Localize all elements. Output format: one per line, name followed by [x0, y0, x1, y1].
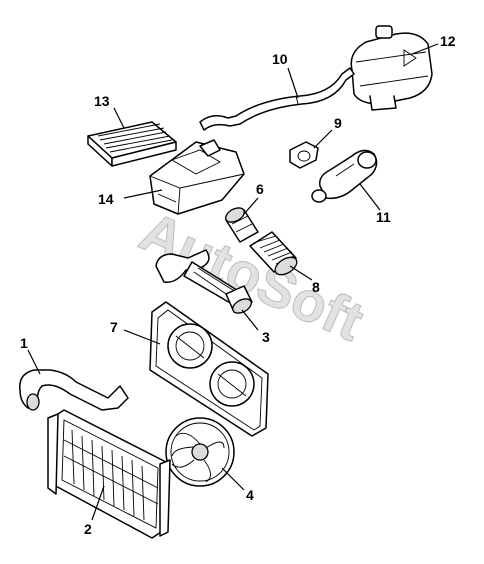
expansion-tank-hose	[199, 67, 355, 131]
callout-10: 10	[272, 51, 288, 67]
fan-shroud	[149, 301, 269, 437]
callout-1: 1	[20, 335, 28, 351]
callout-11: 11	[376, 209, 391, 225]
corrugated-intake-hose	[249, 231, 298, 276]
callout-2: 2	[84, 521, 92, 537]
air-filter-housing	[149, 139, 245, 215]
air-intake-coupling	[225, 207, 259, 243]
radiator-upper-hose	[19, 369, 129, 411]
callout-14: 14	[98, 191, 114, 207]
callout-7: 7	[110, 319, 118, 335]
thermostat-housing	[311, 149, 378, 203]
expansion-tank	[350, 25, 433, 111]
callout-3: 3	[262, 329, 270, 345]
cooling-fan	[165, 417, 235, 487]
radiator	[47, 409, 171, 539]
callout-6: 6	[256, 181, 264, 197]
callout-4: 4	[246, 487, 254, 503]
callout-9: 9	[334, 115, 342, 131]
callout-labels: 1 2 3 4 6 7 8 9 10 11 12 13 14	[20, 33, 456, 537]
callout-12: 12	[440, 33, 456, 49]
lower-hose-connector	[155, 249, 253, 314]
air-filter-element	[87, 121, 177, 167]
hose-clamp-bracket	[289, 141, 319, 169]
callout-8: 8	[312, 279, 320, 295]
callout-13: 13	[94, 93, 110, 109]
leader-lines	[27, 43, 439, 521]
